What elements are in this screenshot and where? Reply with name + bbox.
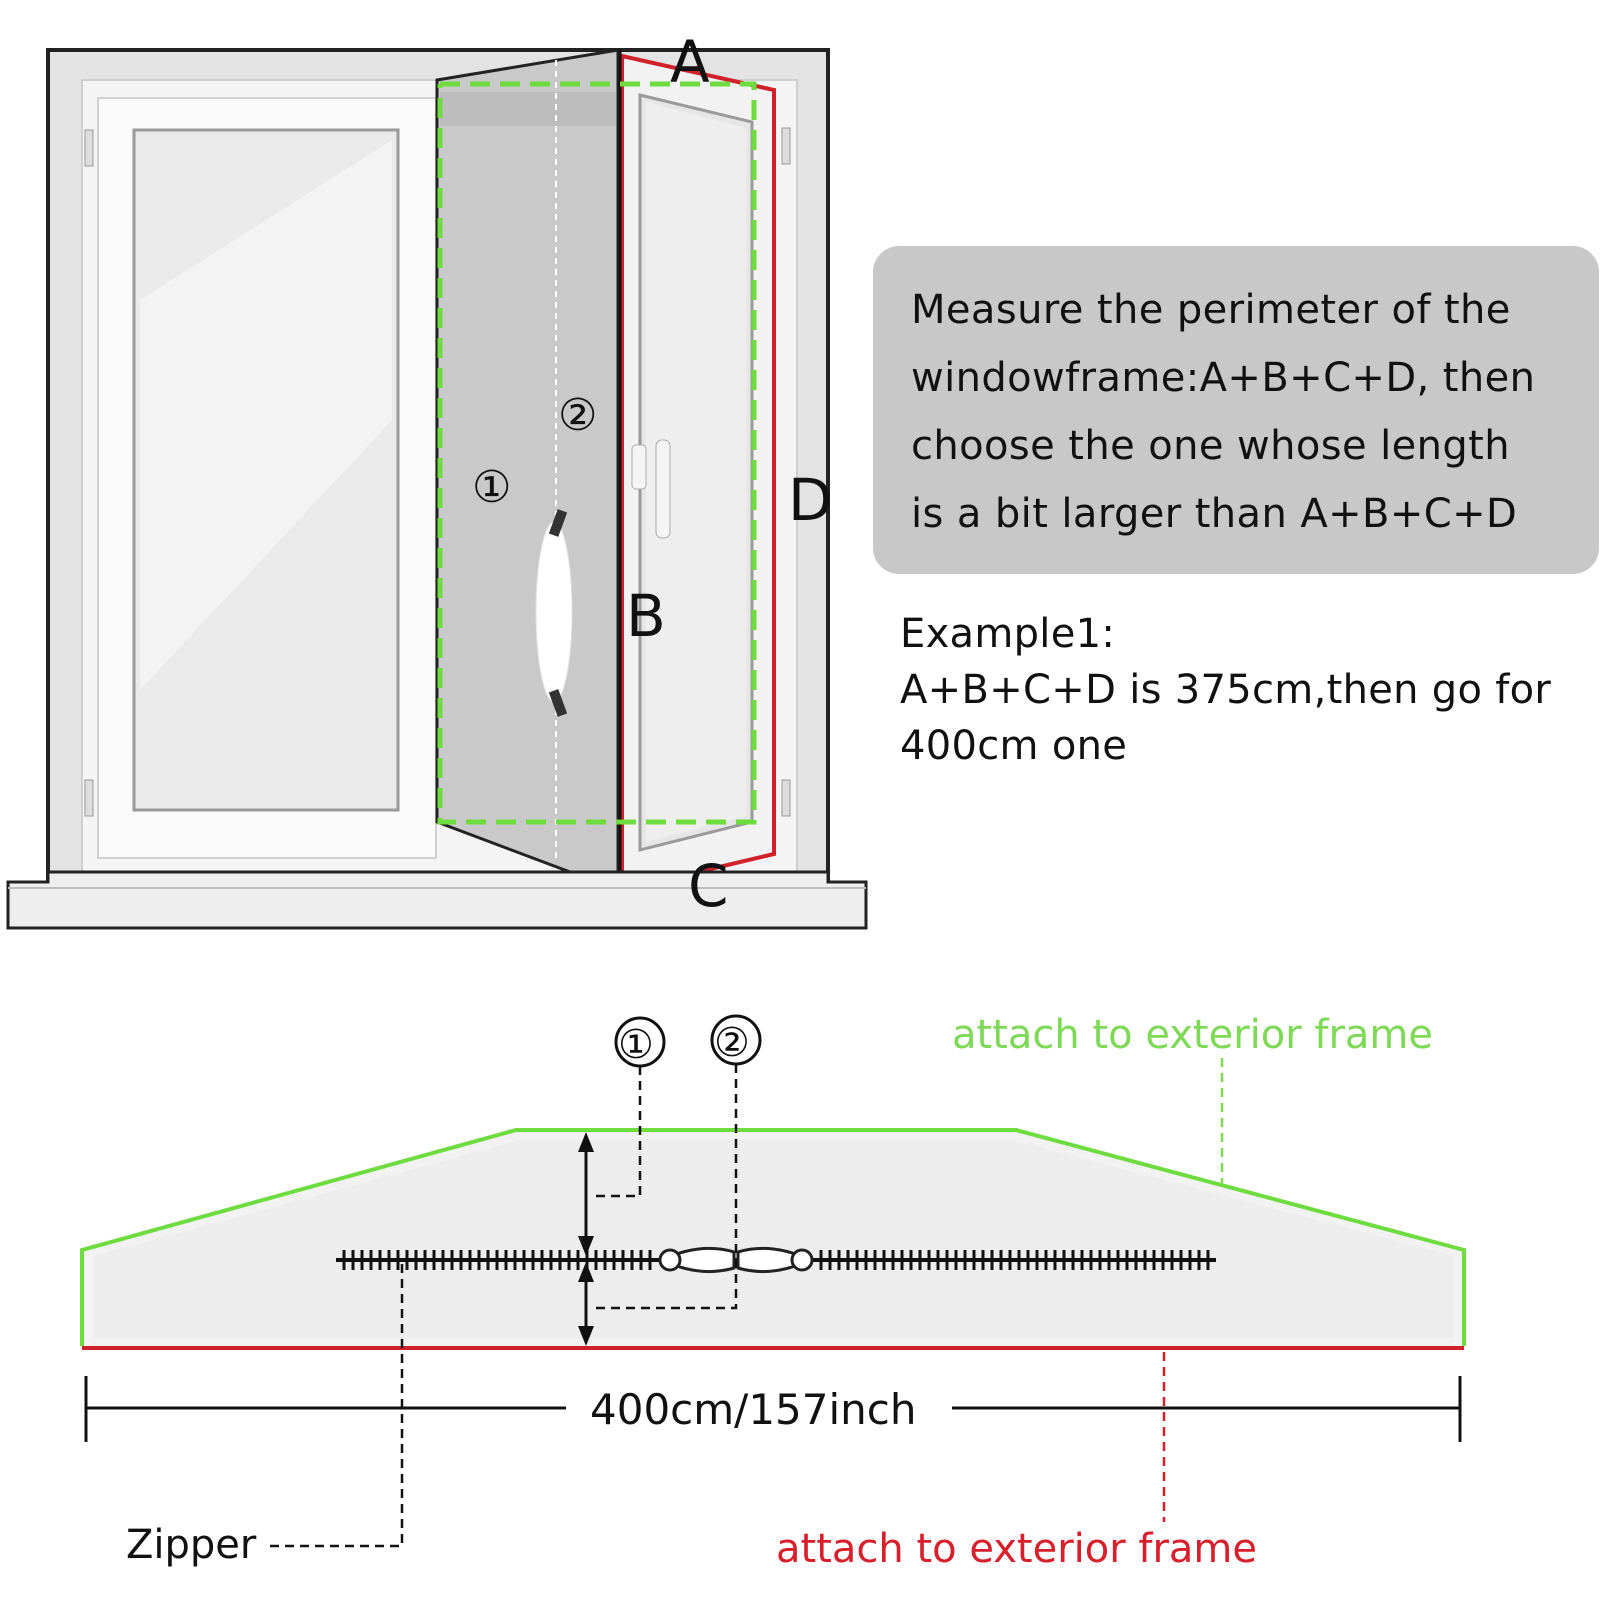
window-handle-base	[631, 444, 647, 490]
hinge-top-left	[84, 129, 94, 167]
label-b: B	[626, 582, 666, 650]
arrowhead-up-2	[578, 1262, 594, 1282]
hinge-bottom-right	[781, 779, 791, 817]
top-attach-label: attach to exterior frame	[952, 1012, 1433, 1058]
marker-two-leader	[590, 1064, 738, 1310]
sash-red-outline	[620, 53, 776, 893]
zipper-slider-left	[658, 1246, 736, 1274]
label-d: D	[788, 466, 833, 534]
seal-diagram: ① ② attach to exterior frame attach to e…	[80, 1012, 1466, 1572]
seal-blind-strip	[440, 92, 616, 126]
zipper-opening	[535, 521, 573, 703]
green-dashed-frame	[437, 81, 757, 825]
seal-shading	[94, 1140, 1454, 1338]
seal-green-edge	[80, 1128, 1466, 1346]
label-c: C	[688, 852, 729, 920]
instruction-line-2: windowframe:A+B+C+D, then	[911, 355, 1536, 401]
zipper-pull-top	[548, 509, 568, 537]
instruction-line-3: choose the one whose length	[911, 423, 1510, 469]
marker-two-window: ②	[558, 390, 597, 441]
instruction-box: Measure the perimeter of the windowframe…	[873, 246, 1599, 574]
instruction-line-1: Measure the perimeter of the	[911, 287, 1511, 333]
hinge-top-right	[781, 127, 791, 165]
zipper-leader	[270, 1264, 404, 1548]
example-block: Example1: A+B+C+D is 375cm,then go for 4…	[900, 606, 1551, 774]
instruction-line-4: is a bit larger than A+B+C+D	[911, 491, 1518, 537]
zipper-slider-right	[736, 1246, 814, 1274]
bottom-attach-label: attach to exterior frame	[776, 1526, 1257, 1572]
windowsill	[6, 870, 868, 930]
window-handle-lever	[655, 439, 671, 539]
arrowhead-down-2	[578, 1326, 594, 1346]
hinge-bottom-left	[84, 779, 94, 817]
example-title: Example1:	[900, 611, 1116, 657]
marker-two-diagram: ②	[714, 1020, 750, 1066]
dimension-label: 400cm/157inch	[590, 1385, 916, 1434]
zipper-sliders	[658, 1246, 814, 1274]
left-glass-reflection	[140, 140, 392, 690]
open-sash-inner	[646, 102, 746, 842]
zipper-slider-right-ring	[790, 1248, 814, 1272]
marker-one-window: ①	[472, 462, 511, 513]
label-a: A	[670, 28, 710, 96]
zipper-pull-bottom	[548, 689, 568, 717]
marker-one-diagram: ①	[618, 1022, 654, 1068]
example-line-2: 400cm one	[900, 723, 1128, 769]
zipper-slider-left-ring	[658, 1248, 682, 1272]
arrowhead-down-1	[578, 1236, 594, 1256]
zipper-label: Zipper	[126, 1522, 257, 1568]
zipper-teeth	[342, 1250, 1210, 1270]
seal-cloth	[435, 48, 620, 893]
example-line-1: A+B+C+D is 375cm,then go for	[900, 667, 1552, 713]
arrowhead-up-1	[578, 1132, 594, 1152]
window-illustration: A B C D ① ②	[6, 28, 868, 930]
